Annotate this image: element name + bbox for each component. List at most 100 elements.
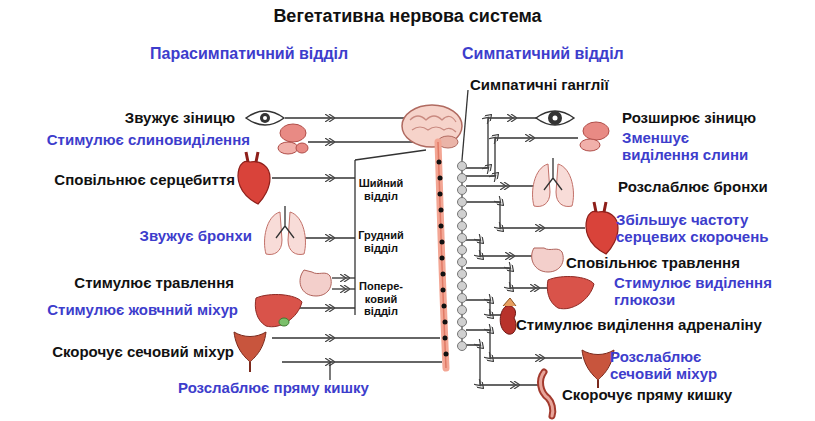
- effect-label: Скорочує сечовий міхур: [0, 343, 234, 360]
- spinal-cord-part-part: [443, 320, 448, 325]
- ganglia-chain-part-part: [458, 306, 467, 315]
- nerve-wires-right-part: [466, 118, 538, 168]
- effect-label: Звужує зіницю: [80, 109, 235, 126]
- nerve-wires-right-part: [466, 240, 532, 256]
- effect-label: Стимулює слиновиділення: [0, 131, 250, 148]
- eye-left-part: [260, 113, 270, 123]
- heart-left: [238, 152, 270, 204]
- ganglia-chain-part-part: [458, 234, 467, 243]
- spine-section-label: Шийний відділ: [354, 177, 408, 202]
- eye-right-part: [548, 111, 562, 125]
- rectum-right: [541, 372, 553, 416]
- ganglia-chain-part-part: [458, 258, 467, 267]
- ganglia-chain-part-part: [458, 330, 467, 339]
- nerve-wires-left-part: [332, 277, 355, 278]
- spinal-cord-part: [437, 160, 449, 357]
- spinal-cord-part-part: [438, 176, 443, 181]
- ganglia-chain-part-part: [458, 198, 467, 207]
- bladder-right: [582, 350, 614, 388]
- salivary-gland-right: [580, 122, 609, 151]
- nerve-wires-left-part: [355, 150, 426, 160]
- salivary-gland-left-part: [278, 142, 298, 154]
- spine-section-label: Грудний відділ: [354, 229, 408, 254]
- ganglia-chain-part-part: [458, 342, 467, 351]
- lungs-left-part: [276, 206, 294, 238]
- effect-label: Стимулює жовчний міхур: [0, 301, 238, 318]
- eye-right-part: [536, 111, 574, 125]
- lungs-left: [265, 206, 306, 254]
- ganglia-chain-part-part: [458, 186, 467, 195]
- spinal-cord-part-part: [437, 160, 442, 165]
- bladder-left-part: [234, 332, 266, 362]
- salivary-gland-right-part: [583, 122, 609, 140]
- spinal-cord-part-part: [439, 208, 444, 213]
- bladder-left: [234, 332, 266, 372]
- rectum-right-part: [541, 372, 553, 416]
- nerve-wires-right-part: [466, 268, 548, 288]
- stomach-right: [532, 248, 564, 272]
- heart-right-part: [594, 202, 606, 212]
- stomach-left-part: [300, 270, 331, 296]
- division-heading: Симпатичний відділ: [462, 45, 662, 63]
- nerve-wires-left-part: [272, 177, 355, 178]
- ganglia-chain-part: [458, 162, 467, 351]
- nerve-wires-left-part: [329, 362, 330, 380]
- ganglia-chain-part-part: [458, 270, 467, 279]
- spinal-cord-part-part: [442, 304, 447, 309]
- spine-section-label: Попере- ковий відділ: [354, 280, 408, 318]
- nerve-wires-left-part: [282, 361, 442, 362]
- adrenal-kidney-part: [503, 298, 516, 306]
- ganglia-label: Симпатичні ганглії: [470, 76, 650, 93]
- bladder-right-part: [582, 350, 614, 380]
- heart-right: [586, 202, 618, 254]
- ganglia-chain-part-part: [458, 294, 467, 303]
- liver-right: [547, 277, 594, 309]
- effect-label: Стимулює травлення: [0, 274, 234, 291]
- spinal-cord-part-part: [438, 192, 443, 197]
- effect-label: Стимулює виділення адреналіну: [516, 316, 814, 333]
- liver-left-part: [255, 295, 302, 327]
- ganglia-chain-part-part: [458, 162, 467, 171]
- adrenal-kidney-part: [500, 306, 516, 335]
- nerve-wires-left: [272, 118, 442, 380]
- liver-right-part: [547, 277, 594, 309]
- nerve-wires-right-part: [466, 330, 582, 358]
- rectum-right-part: [541, 372, 553, 416]
- nerve-wires-right: [462, 90, 585, 385]
- eye-right-part: [553, 116, 558, 121]
- spinal-cord-part-part: [441, 288, 446, 293]
- salivary-gland-right-part: [580, 139, 600, 151]
- nerve-wires-left-part: [300, 307, 355, 308]
- stomach-right-part: [532, 248, 564, 272]
- brain-part: [410, 116, 456, 132]
- spinal-cord: [437, 142, 449, 368]
- spinal-cord-part: [438, 142, 446, 368]
- effect-label: Зменшує виділення слини: [622, 129, 762, 164]
- adrenal-kidney: [500, 298, 516, 334]
- effect-label: Сповільнює травлення: [566, 254, 781, 271]
- brain-part: [402, 105, 462, 147]
- spinal-cord-part-part: [441, 272, 446, 277]
- liver-left: [255, 295, 302, 327]
- effect-label: Розслаблює бронхи: [618, 178, 813, 195]
- diagram-title: Вегетативна нервова система: [0, 6, 815, 27]
- spinal-cord-part: [438, 142, 446, 368]
- nerve-wires-left-part: [300, 237, 355, 238]
- stomach-left: [300, 270, 331, 296]
- spinal-cord-part-part: [440, 256, 445, 261]
- ganglia-chain-part-part: [458, 174, 467, 183]
- bladder-left-part: [249, 362, 251, 372]
- ganglia-chain: [458, 160, 467, 351]
- heart-right-part: [586, 211, 618, 254]
- effect-label: Скорочує пряму кишку: [562, 386, 787, 403]
- heart-left-part: [246, 152, 258, 162]
- nerve-wires-left-part: [354, 160, 355, 315]
- ganglia-chain-part-part: [458, 318, 467, 327]
- brain: [402, 105, 462, 148]
- eye-left: [246, 111, 284, 125]
- effect-label: Розслаблює пряму кишку: [178, 379, 418, 396]
- liver-left-part: [279, 318, 289, 326]
- eye-left-part: [263, 116, 267, 120]
- nerve-wires-right-part: [462, 90, 468, 160]
